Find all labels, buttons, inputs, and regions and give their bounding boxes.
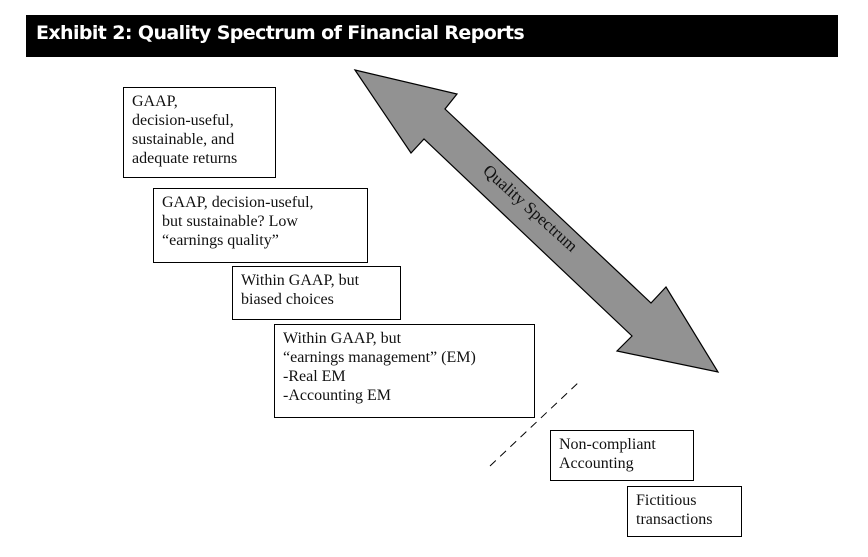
box-text-line: adequate returns [132, 150, 238, 167]
exhibit-header: Exhibit 2: Quality Spectrum of Financial… [26, 15, 838, 57]
box-text-line: “earnings management” (EM) [283, 349, 476, 366]
box-text-line: GAAP, decision-useful, [162, 194, 314, 211]
box-text-line: Within GAAP, but [241, 272, 360, 289]
quality-spectrum-label: Quality Spectrum [479, 161, 581, 256]
quality-level-box-6: Fictitious transactions [627, 486, 742, 537]
box-text-line: biased choices [241, 291, 334, 308]
quality-level-box-3: Within GAAP, but biased choices [232, 266, 401, 320]
box-text-line: but sustainable? Low [162, 213, 298, 230]
quality-level-box-4: Within GAAP, but “earnings management” (… [274, 324, 535, 418]
exhibit-title: Exhibit 2: Quality Spectrum of Financial… [36, 22, 525, 44]
box-text-line: Non-compliant [559, 436, 656, 453]
quality-spectrum-double-arrow [353, 69, 720, 373]
box-text-line: transactions [636, 511, 713, 528]
quality-level-box-2: GAAP, decision-useful, but sustainable? … [153, 188, 368, 263]
box-text-line: “earnings quality” [162, 232, 279, 249]
box-text-line: -Real EM [283, 368, 346, 385]
box-text-line: sustainable, and [132, 131, 235, 148]
compliance-boundary-dashed-line [489, 380, 581, 467]
box-text-line: GAAP, [132, 93, 178, 110]
box-text-line: Accounting [559, 455, 634, 472]
box-text-line: -Accounting EM [283, 387, 391, 404]
box-text-line: Fictitious [636, 492, 697, 509]
box-text-line: decision-useful, [132, 112, 234, 129]
quality-level-box-1: GAAP, decision-useful, sustainable, and … [123, 87, 276, 178]
quality-level-box-5: Non-compliant Accounting [550, 430, 694, 481]
box-text-line: Within GAAP, but [283, 330, 402, 347]
